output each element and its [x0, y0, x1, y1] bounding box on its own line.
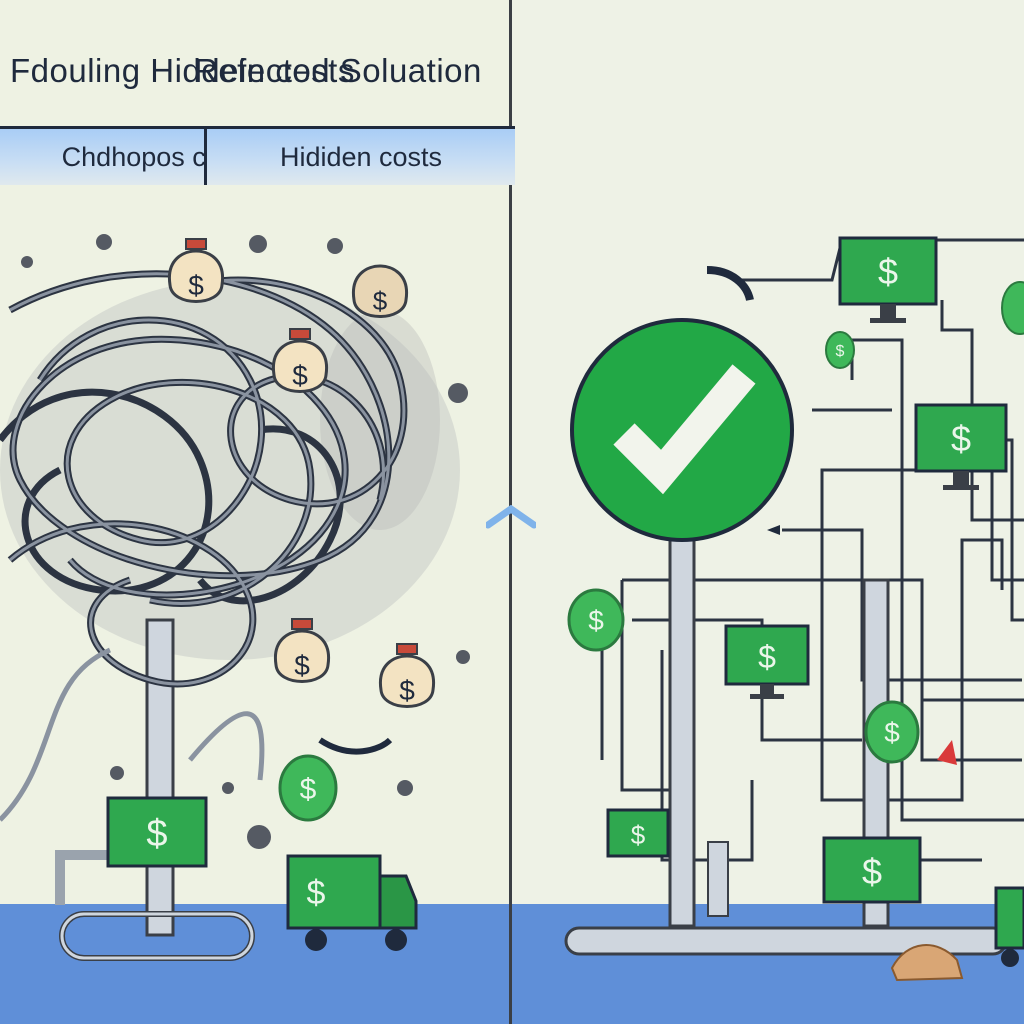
right-banner: Hididen costs: [204, 126, 515, 185]
center-chevron-icon: [486, 505, 536, 529]
debris: [21, 234, 470, 849]
side-pipe: [55, 850, 110, 905]
dollar-coin-icon: $: [864, 700, 920, 764]
svg-text:$: $: [146, 813, 167, 855]
dollar-monitor-icon: $: [106, 796, 208, 868]
left-arrow-icon: [767, 525, 780, 535]
organized-network-illustration: $ $ $ $ $ $ $ $: [564, 236, 1024, 982]
checkmark-icon: [570, 318, 794, 542]
svg-text:$: $: [631, 820, 646, 850]
dollar-monitor-icon: $: [606, 808, 670, 858]
money-bag-icon: $: [378, 643, 436, 708]
svg-text:$: $: [399, 675, 415, 706]
smudge-cloud-right: [320, 310, 440, 530]
dollar-coin-icon: $: [567, 588, 625, 652]
dirt-pile: [890, 944, 964, 982]
red-arrow-icon: [937, 740, 957, 765]
right-banner-label: Hididen costs: [279, 141, 443, 172]
svg-text:$: $: [951, 418, 971, 459]
dollar-coin-icon: $: [825, 331, 855, 369]
svg-text:$: $: [836, 343, 845, 360]
svg-text:$: $: [294, 650, 310, 681]
svg-text:$: $: [373, 286, 388, 316]
dollar-monitor-icon: $: [822, 836, 922, 904]
dollar-coin-icon: $: [278, 754, 338, 822]
svg-text:$: $: [884, 717, 900, 748]
main-pole: [145, 618, 175, 937]
smudge-cloud: [0, 280, 460, 660]
money-bag-icon: $: [351, 264, 409, 318]
left-floor: [0, 904, 509, 1024]
svg-text:$: $: [292, 360, 308, 391]
tangled-cables-illustration: $ $ $ $ $ $ $ $: [0, 234, 470, 961]
money-bag-icon: $: [271, 328, 329, 393]
svg-text:$: $: [878, 251, 898, 292]
dollar-monitor-icon: $: [838, 236, 938, 323]
right-title: Refected Soluation: [194, 52, 482, 89]
svg-text:$: $: [588, 605, 604, 636]
sign-pole: [668, 528, 696, 928]
svg-text:$: $: [862, 851, 882, 892]
delivery-truck-icon: [994, 886, 1024, 967]
right-panel: [512, 0, 1024, 1024]
dollar-monitor-icon: $: [914, 403, 1008, 490]
svg-text:$: $: [758, 639, 776, 675]
svg-text:$: $: [307, 874, 326, 912]
money-bag-icon: $: [167, 238, 225, 303]
delivery-truck-icon: $: [286, 854, 418, 951]
svg-text:$: $: [300, 773, 317, 806]
dollar-coin-icon: [1001, 281, 1024, 335]
arc-mark: [706, 266, 754, 302]
dollar-monitor-icon: $: [724, 624, 810, 699]
spring-pole: [707, 841, 729, 917]
svg-text:$: $: [188, 270, 204, 301]
left-title: Fdouling Hiddein costs: [10, 52, 355, 89]
money-bag-icon: $: [273, 618, 331, 683]
